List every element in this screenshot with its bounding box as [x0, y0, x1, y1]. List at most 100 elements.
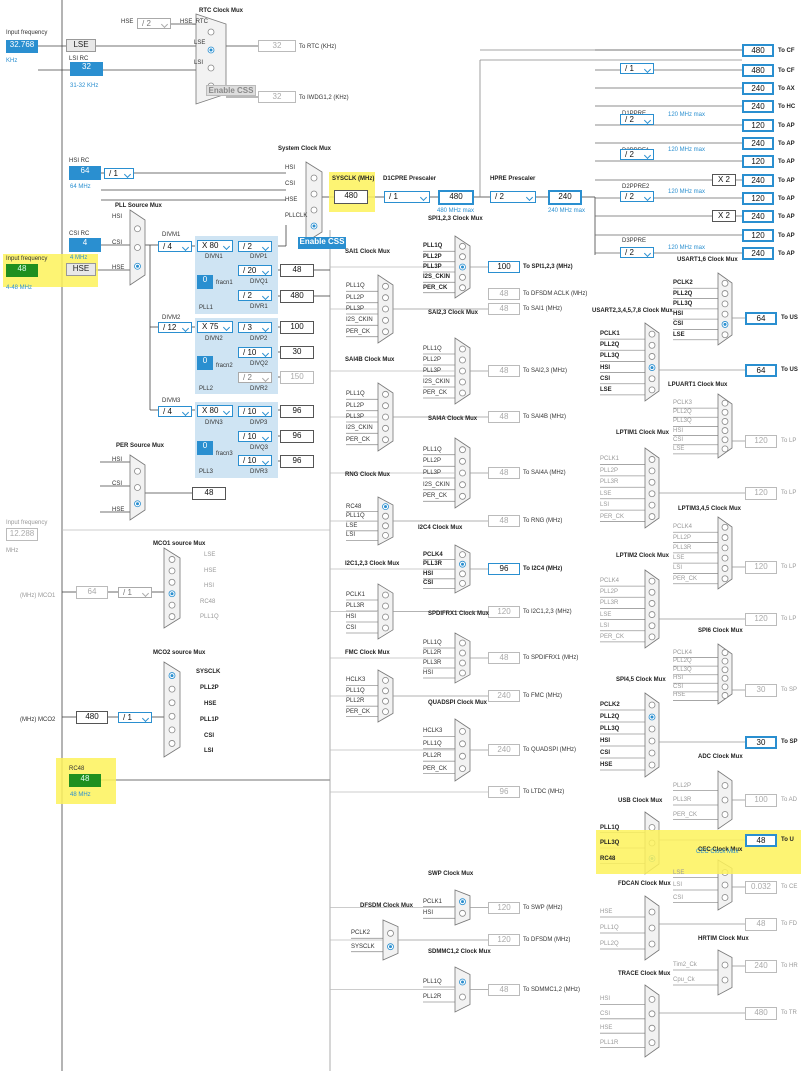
mux-radio[interactable] — [459, 367, 466, 375]
mux-radio[interactable] — [382, 282, 389, 290]
mux-radio[interactable] — [721, 279, 729, 287]
pll3-fracn[interactable]: 0 — [197, 441, 213, 455]
i2c123-mux[interactable] — [377, 583, 394, 640]
mux-radio[interactable] — [168, 613, 176, 620]
hse-input-value[interactable]: 48 — [6, 264, 38, 277]
mux-radio[interactable] — [382, 677, 389, 684]
hsi-rc-value[interactable]: 64 — [69, 166, 101, 180]
pll2-divn-select[interactable]: X 75 — [197, 321, 233, 333]
pll3-q-out[interactable]: 96 — [280, 430, 314, 443]
lptim1-mux[interactable] — [644, 447, 660, 529]
swp-out[interactable]: 120 — [488, 901, 520, 914]
mco2-divider[interactable]: / 1 — [118, 712, 152, 723]
mux-radio[interactable] — [721, 534, 729, 541]
mux-radio[interactable] — [648, 456, 656, 463]
bus-out[interactable]: 240 — [742, 82, 774, 95]
mux-radio[interactable] — [459, 728, 466, 735]
bus-out[interactable]: 240 — [742, 247, 774, 260]
bus-out[interactable]: 480 — [742, 44, 774, 57]
dfsdm-aclk-out[interactable]: 48 — [488, 288, 520, 300]
lptim345-mux[interactable] — [717, 516, 733, 590]
mco2-out[interactable]: 480 — [76, 711, 108, 724]
mux-radio[interactable] — [648, 996, 656, 1003]
i2c123-out[interactable]: 120 — [488, 605, 520, 618]
mux-radio[interactable] — [168, 567, 176, 575]
mco1-out[interactable]: 64 — [76, 586, 108, 599]
mux-radio[interactable] — [648, 588, 656, 596]
mux-radio[interactable] — [382, 591, 389, 599]
mux-radio[interactable] — [382, 294, 389, 302]
mux-radio[interactable] — [382, 697, 389, 705]
bus-out[interactable]: 240 — [742, 174, 774, 187]
lptim2-out[interactable]: 120 — [745, 613, 777, 626]
usb-out[interactable]: 48 — [745, 834, 777, 847]
hpre-out[interactable]: 240 — [548, 190, 582, 205]
mux-radio[interactable] — [721, 300, 729, 308]
mux-radio[interactable] — [459, 570, 466, 578]
pll1-r-out[interactable]: 480 — [280, 290, 314, 303]
mux-radio[interactable] — [459, 242, 466, 250]
mux-radio[interactable] — [648, 940, 656, 948]
mux-radio[interactable] — [648, 600, 656, 607]
csi-rc-value[interactable]: 4 — [69, 238, 101, 252]
pll3-divr-select[interactable]: / 10 — [238, 455, 272, 466]
system-clock-mux[interactable] — [305, 161, 323, 243]
mux-radio[interactable] — [648, 1024, 656, 1032]
spi123-out[interactable]: 100 — [488, 261, 520, 273]
pll3-r-out[interactable]: 96 — [280, 455, 314, 468]
mux-radio[interactable] — [459, 469, 466, 477]
d2ppre2-select[interactable]: / 2 — [620, 191, 654, 202]
sai4b-out[interactable]: 48 — [488, 411, 520, 423]
mux-radio[interactable] — [387, 929, 394, 937]
mux-radio[interactable] — [459, 356, 466, 364]
mux-radio[interactable] — [648, 577, 656, 585]
lptim345-out[interactable]: 120 — [745, 561, 777, 574]
mux-radio[interactable] — [382, 687, 389, 695]
mux-radio[interactable] — [459, 740, 466, 748]
mux-radio[interactable] — [382, 613, 389, 621]
sai1-out[interactable]: 48 — [488, 303, 520, 315]
mux-radio[interactable] — [648, 1010, 656, 1018]
mux-radio[interactable] — [459, 551, 466, 558]
pll1-divr-select[interactable]: / 2 — [238, 290, 272, 301]
fmc-mux[interactable] — [377, 669, 394, 723]
mux-radio[interactable] — [382, 512, 389, 520]
mux-radio[interactable] — [648, 622, 656, 630]
mux-radio[interactable] — [648, 633, 656, 641]
mux-radio[interactable] — [134, 244, 141, 251]
pll2-p-out[interactable]: 100 — [280, 321, 314, 334]
mux-radio[interactable] — [459, 765, 466, 772]
mux-radio[interactable] — [382, 602, 389, 610]
mux-radio[interactable] — [721, 894, 729, 901]
mux-radio[interactable] — [648, 467, 656, 475]
hse-source[interactable]: HSE — [66, 263, 96, 276]
bus-out[interactable]: 120 — [742, 192, 774, 205]
d3ppre-select[interactable]: / 2 — [620, 247, 654, 258]
mux-radio[interactable] — [721, 290, 729, 297]
lptim1-out[interactable]: 120 — [745, 487, 777, 500]
qspi-out[interactable]: 240 — [488, 744, 520, 756]
lse-input-value[interactable]: 32.768 — [6, 40, 38, 53]
lpuart1-mux[interactable] — [717, 393, 733, 459]
mux-radio[interactable] — [721, 674, 729, 682]
mux-radio[interactable] — [382, 413, 389, 421]
mux-radio[interactable] — [721, 565, 729, 572]
mux-radio[interactable] — [168, 699, 176, 707]
mux-radio[interactable] — [207, 28, 215, 36]
rc48-value[interactable]: 48 — [69, 774, 101, 787]
mco2-mux[interactable] — [163, 661, 181, 758]
mux-radio[interactable] — [721, 445, 729, 453]
ext-input-value[interactable]: 12.288 — [6, 528, 38, 541]
mux-radio[interactable] — [648, 924, 656, 932]
bus-out[interactable]: 120 — [742, 155, 774, 168]
usart2-mux[interactable] — [644, 322, 660, 402]
d1-out[interactable]: 480 — [438, 190, 474, 205]
spdif-out[interactable]: 48 — [488, 652, 520, 664]
pll2-divr-select[interactable]: / 2 — [238, 372, 272, 383]
bus-out[interactable]: 240 — [742, 137, 774, 150]
dfsdm-out[interactable]: 120 — [488, 934, 520, 946]
mux-radio[interactable] — [382, 532, 389, 539]
mux-radio[interactable] — [648, 701, 656, 709]
pll1-q-out[interactable]: 48 — [280, 264, 314, 277]
dfsdm-mux[interactable] — [382, 919, 399, 961]
